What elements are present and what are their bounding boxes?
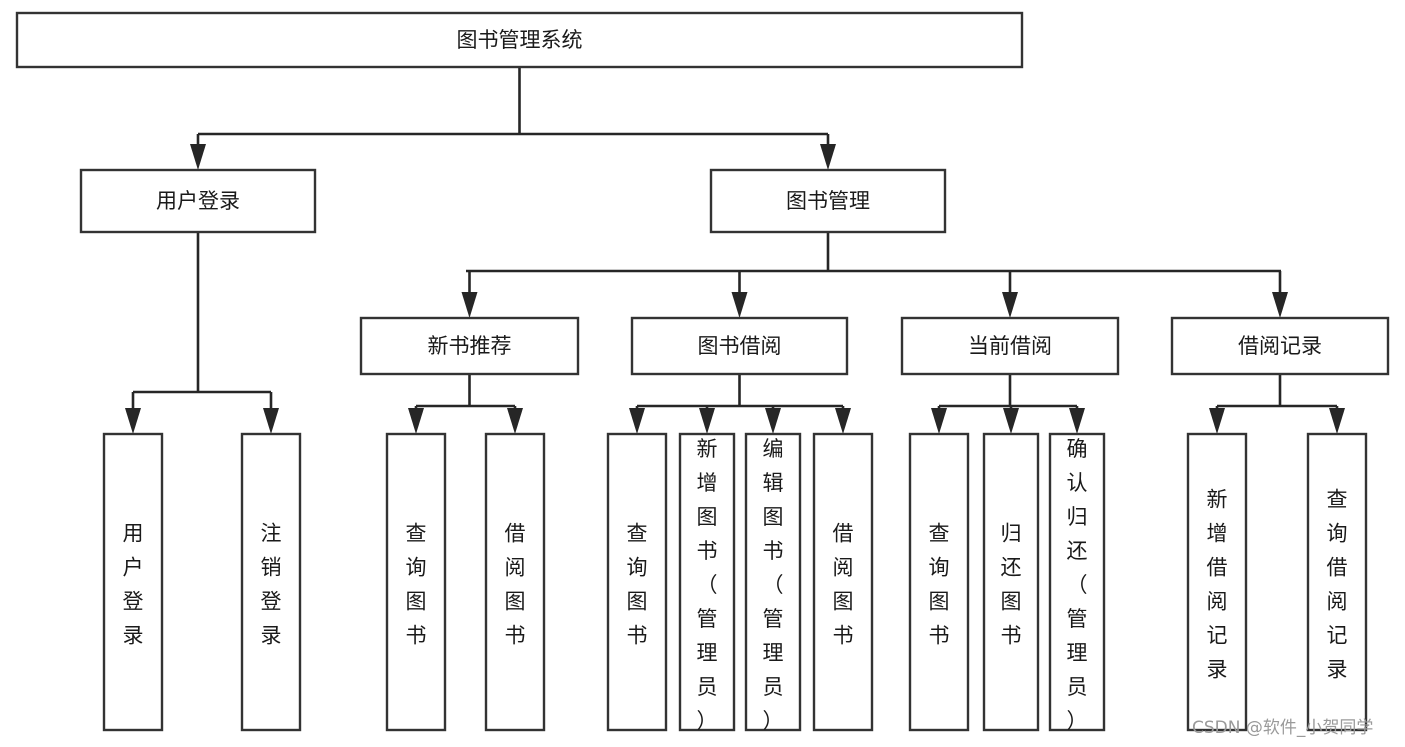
node-box-cu-return[interactable] — [982, 432, 1040, 732]
node-bookmgmt[interactable]: 图书管理 — [709, 168, 947, 234]
arrow-head-bo-add — [699, 408, 715, 434]
node-label-logout-do: 注销登录 — [261, 522, 282, 648]
connector-group-bus-current — [931, 374, 1085, 434]
node-login[interactable]: 用户登录 — [79, 168, 317, 234]
connector-group-bus-newbook — [408, 374, 523, 434]
node-box-logout-do[interactable] — [240, 432, 302, 732]
node-box-re-query[interactable] — [1306, 432, 1368, 732]
node-label-cu-confirm: 确认归还（管理员） — [1067, 437, 1088, 733]
arrow-head-cu-return — [1003, 408, 1019, 434]
node-box-bo-add[interactable] — [678, 432, 736, 732]
node-box-nb-query[interactable] — [385, 432, 447, 732]
arrow-head-login-do — [125, 408, 141, 434]
node-label-cu-query: 查询图书 — [929, 522, 950, 648]
node-label-newbook: 新书推荐 — [428, 334, 512, 358]
node-nb-borrow[interactable]: 借阅图书 — [484, 432, 546, 732]
node-label-bo-borrow: 借阅图书 — [833, 522, 854, 648]
node-label-root: 图书管理系统 — [457, 28, 583, 52]
node-cu-return[interactable]: 归还图书 — [982, 432, 1040, 732]
arrow-head-cu-confirm — [1069, 408, 1085, 434]
node-root[interactable]: 图书管理系统 — [15, 11, 1024, 69]
node-cu-query[interactable]: 查询图书 — [908, 432, 970, 732]
arrow-head-records — [1272, 292, 1288, 318]
node-box-nb-borrow[interactable] — [484, 432, 546, 732]
node-bo-borrow[interactable]: 借阅图书 — [812, 432, 874, 732]
arrow-head-logout-do — [263, 408, 279, 434]
arrow-head-current — [1002, 292, 1018, 318]
node-bo-add[interactable]: 新增图书（管理员） — [678, 432, 736, 733]
arrow-head-cu-query — [931, 408, 947, 434]
connector-layer — [125, 67, 1345, 434]
node-cu-confirm[interactable]: 确认归还（管理员） — [1048, 432, 1106, 733]
node-re-add[interactable]: 新增借阅记录 — [1186, 432, 1248, 732]
node-label-records: 借阅记录 — [1238, 334, 1322, 358]
node-bo-edit[interactable]: 编辑图书（管理员） — [744, 432, 802, 733]
connector-group-bus-login — [125, 232, 279, 434]
arrow-head-re-add — [1209, 408, 1225, 434]
node-borrow[interactable]: 图书借阅 — [630, 316, 849, 376]
node-label-borrow: 图书借阅 — [698, 334, 782, 358]
node-label-bo-edit: 编辑图书（管理员） — [763, 437, 784, 733]
node-box-current[interactable] — [900, 316, 1120, 376]
arrow-head-borrow — [731, 292, 748, 318]
node-box-bo-borrow[interactable] — [812, 432, 874, 732]
arrow-head-bookmgmt — [820, 144, 836, 170]
node-label-bo-query: 查询图书 — [627, 522, 648, 648]
node-layer: 图书管理系统用户登录图书管理用户登录注销登录新书推荐图书借阅当前借阅借阅记录查询… — [15, 11, 1390, 733]
connector-group-bus-borrow — [629, 374, 851, 434]
connector-group-bus-records — [1209, 374, 1345, 434]
node-label-login-do: 用户登录 — [123, 522, 144, 648]
node-label-nb-query: 查询图书 — [406, 522, 427, 648]
node-box-bookmgmt[interactable] — [709, 168, 947, 234]
node-bo-query[interactable]: 查询图书 — [606, 432, 668, 732]
node-current[interactable]: 当前借阅 — [900, 316, 1120, 376]
arrow-head-bo-query — [629, 408, 645, 434]
node-label-bookmgmt: 图书管理 — [786, 189, 870, 213]
arrow-head-newbook — [461, 292, 478, 318]
node-box-records[interactable] — [1170, 316, 1390, 376]
node-box-re-add[interactable] — [1186, 432, 1248, 732]
node-box-bo-query[interactable] — [606, 432, 668, 732]
node-box-login-do[interactable] — [102, 432, 164, 732]
node-label-re-add: 新增借阅记录 — [1207, 488, 1228, 682]
arrow-head-nb-query — [408, 408, 424, 434]
node-box-newbook[interactable] — [359, 316, 580, 376]
node-label-nb-borrow: 借阅图书 — [505, 522, 526, 648]
connector-group-bus-root — [190, 67, 836, 170]
node-label-re-query: 查询借阅记录 — [1327, 488, 1348, 682]
node-newbook[interactable]: 新书推荐 — [359, 316, 580, 376]
node-box-bo-edit[interactable] — [744, 432, 802, 732]
node-label-current: 当前借阅 — [968, 334, 1052, 358]
node-label-bo-add: 新增图书（管理员） — [697, 437, 718, 733]
node-box-cu-confirm[interactable] — [1048, 432, 1106, 732]
node-label-login: 用户登录 — [156, 189, 240, 213]
node-box-login[interactable] — [79, 168, 317, 234]
node-box-root[interactable] — [15, 11, 1024, 69]
node-label-cu-return: 归还图书 — [1001, 522, 1022, 648]
node-login-do[interactable]: 用户登录 — [102, 432, 164, 732]
arrow-head-re-query — [1329, 408, 1345, 434]
connector-group-bus-bookmgmt — [461, 232, 1288, 318]
csdn-watermark: CSDN @软件_小贺同学 — [1192, 718, 1373, 738]
arrow-head-nb-borrow — [507, 408, 523, 434]
arrow-head-login — [190, 144, 206, 170]
node-re-query[interactable]: 查询借阅记录 — [1306, 432, 1368, 732]
node-box-cu-query[interactable] — [908, 432, 970, 732]
node-box-borrow[interactable] — [630, 316, 849, 376]
arrow-head-bo-borrow — [835, 408, 851, 434]
node-records[interactable]: 借阅记录 — [1170, 316, 1390, 376]
node-nb-query[interactable]: 查询图书 — [385, 432, 447, 732]
arrow-head-bo-edit — [765, 408, 781, 434]
node-logout-do[interactable]: 注销登录 — [240, 432, 302, 732]
